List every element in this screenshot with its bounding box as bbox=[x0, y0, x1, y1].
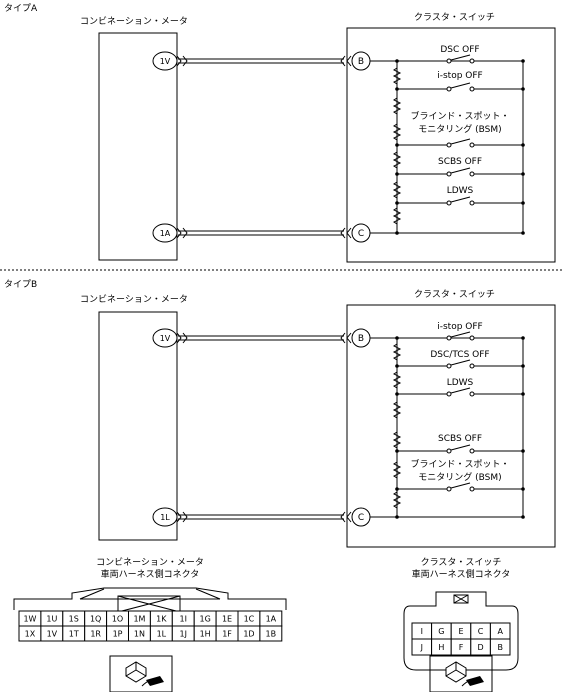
switch-b-ldws: LDWS bbox=[397, 378, 523, 397]
switch-connector-pin-label: F bbox=[459, 643, 464, 652]
switch-connector-outline bbox=[403, 591, 519, 671]
meter-connector-pin-label: 1Q bbox=[90, 615, 101, 624]
switch-connector-pin-label: G bbox=[438, 627, 444, 636]
wire-a-bottom bbox=[176, 227, 352, 239]
meter-connector-pin-label: 1F bbox=[222, 630, 232, 639]
meter-connector-cell bbox=[259, 625, 283, 642]
wire-b-top bbox=[176, 332, 352, 344]
svg-text:SCBS OFF: SCBS OFF bbox=[438, 157, 482, 167]
meter-connector-pin-label: 1O bbox=[112, 615, 123, 624]
switch-a-istop-off: i-stop OFF bbox=[397, 71, 523, 92]
meter-a-box bbox=[98, 32, 178, 261]
meter-connector-pin-label: 1B bbox=[266, 630, 277, 639]
meter-b-terminal-bottom bbox=[152, 507, 178, 527]
resistor-ladder-a bbox=[392, 67, 402, 225]
switch-connector-pin-label: D bbox=[478, 643, 484, 652]
meter-a-terminal-bottom bbox=[152, 223, 178, 243]
svg-text:SCBS OFF: SCBS OFF bbox=[438, 434, 482, 444]
wire-b-bottom bbox=[176, 511, 352, 523]
switch-b-istop-off: i-stop OFF bbox=[437, 322, 483, 341]
meter-connector-pin-label: 1W bbox=[23, 615, 36, 624]
section-a: タイプA コンビネーション・メータ クラスタ・スイッチ 1V 1A B C bbox=[4, 3, 556, 263]
switch-connector: クラスタ・スイッチ 車両ハーネス側コネクタ I G E C A J H F D B bbox=[403, 557, 519, 671]
switch-connector-pin-label: E bbox=[458, 627, 463, 636]
svg-text:コンビネーション・メータ: コンビネーション・メータ bbox=[96, 557, 204, 568]
meter-a-terminal-top bbox=[152, 51, 178, 71]
svg-text:ブラインド・スポット・: ブラインド・スポット・ bbox=[410, 458, 509, 470]
switch-connector-pin-label: B bbox=[497, 643, 503, 652]
switch-connector-pin-label: H bbox=[438, 643, 444, 652]
switch-b-title: クラスタ・スイッチ bbox=[414, 289, 495, 300]
switch-b-dsc-tcs-off: DSC/TCS OFF bbox=[397, 350, 523, 369]
svg-text:C: C bbox=[358, 229, 364, 239]
meter-connector-pin-label: 1D bbox=[243, 630, 254, 639]
meter-connector-pin-label: 1H bbox=[200, 630, 211, 639]
harness-view-icon bbox=[429, 655, 493, 692]
wire-a-top bbox=[176, 55, 352, 67]
switch-connector-pin-label: I bbox=[421, 627, 423, 636]
svg-text:モニタリング (BSM): モニタリング (BSM) bbox=[418, 471, 501, 483]
type-a-label: タイプA bbox=[4, 3, 38, 14]
meter-connector-pin-label: 1M bbox=[133, 615, 145, 624]
type-b-label: タイプB bbox=[4, 279, 37, 290]
svg-text:i-stop OFF: i-stop OFF bbox=[437, 322, 482, 332]
svg-text:1L: 1L bbox=[160, 513, 170, 522]
meter-connector-pin-label: 1A bbox=[266, 615, 277, 624]
switch-b-box bbox=[346, 304, 556, 548]
svg-text:ブラインド・スポット・: ブラインド・スポット・ bbox=[410, 110, 509, 122]
switch-b-scbs-off: SCBS OFF bbox=[397, 434, 523, 454]
meter-connector-pin-label: 1L bbox=[157, 630, 167, 639]
meter-connector-pin-label: 1N bbox=[134, 630, 145, 639]
svg-text:クラスタ・スイッチ: クラスタ・スイッチ bbox=[421, 557, 502, 568]
switch-a-ldws: LDWS bbox=[397, 186, 523, 206]
meter-connector-pin-label: 1P bbox=[113, 630, 123, 639]
svg-text:B: B bbox=[358, 57, 364, 67]
meter-connector-pin-label: 1U bbox=[46, 615, 57, 624]
harness-view-icon bbox=[109, 655, 173, 692]
meter-connector-pin-label: 1G bbox=[200, 615, 211, 624]
section-b: タイプB コンビネーション・メータ クラスタ・スイッチ 1V 1L B C bbox=[4, 279, 556, 548]
svg-text:1V: 1V bbox=[160, 334, 171, 343]
meter-b-title: コンビネーション・メータ bbox=[80, 294, 188, 305]
svg-text:C: C bbox=[358, 513, 364, 523]
svg-text:1V: 1V bbox=[160, 57, 171, 66]
meter-connector-pin-label: 1T bbox=[69, 630, 79, 639]
svg-text:DSC/TCS OFF: DSC/TCS OFF bbox=[430, 350, 489, 360]
switch-a-box bbox=[346, 27, 556, 263]
meter-connector-pin-label: 1K bbox=[156, 615, 167, 624]
switch-a-scbs-off: SCBS OFF bbox=[397, 157, 523, 177]
meter-connector-pin-label: 1S bbox=[69, 615, 79, 624]
switch-connector-cell bbox=[489, 638, 511, 656]
resistor-ladder-b bbox=[392, 343, 402, 509]
meter-a-title: コンビネーション・メータ bbox=[80, 16, 188, 27]
svg-text:DSC OFF: DSC OFF bbox=[440, 45, 479, 55]
meter-b-terminal-top bbox=[152, 328, 178, 348]
meter-connector-pin-label: 1E bbox=[222, 615, 232, 624]
meter-connector-pin-label: 1J bbox=[180, 630, 187, 639]
meter-connector-pin-label: 1C bbox=[244, 615, 255, 624]
meter-connector-pin-label: 1I bbox=[180, 615, 187, 624]
svg-text:車両ハーネス側コネクタ: 車両ハーネス側コネクタ bbox=[101, 568, 200, 580]
switch-a-title: クラスタ・スイッチ bbox=[414, 12, 495, 23]
switch-connector-pin-label: C bbox=[478, 627, 484, 636]
meter-b-box bbox=[98, 311, 178, 541]
meter-connector: コンビネーション・メータ 車両ハーネス側コネクタ 1W 1U 1S 1Q 1O 1M 1K 1… bbox=[13, 557, 287, 642]
meter-connector-pin-label: 1V bbox=[47, 630, 58, 639]
meter-connector-pin-label: 1R bbox=[90, 630, 101, 639]
svg-text:車両ハーネス側コネクタ: 車両ハーネス側コネクタ bbox=[412, 568, 511, 580]
switch-connector-latch bbox=[453, 594, 469, 604]
switch-connector-pin-label: A bbox=[497, 627, 503, 636]
switch-b-bsm: ブラインド・スポット・ モニタリング (BSM) bbox=[397, 458, 523, 492]
switch-a-bsm: ブラインド・スポット・ モニタリング (BSM) bbox=[397, 110, 523, 148]
svg-text:LDWS: LDWS bbox=[447, 378, 474, 388]
switch-a-dsc-off: DSC OFF bbox=[440, 45, 480, 64]
svg-text:LDWS: LDWS bbox=[447, 186, 474, 196]
meter-connector-pin-label: 1X bbox=[25, 630, 36, 639]
svg-text:B: B bbox=[358, 334, 364, 344]
svg-text:モニタリング (BSM): モニタリング (BSM) bbox=[418, 123, 501, 135]
svg-text:i-stop OFF: i-stop OFF bbox=[437, 71, 482, 81]
svg-text:1A: 1A bbox=[160, 229, 171, 238]
switch-connector-pin-label: J bbox=[420, 643, 423, 652]
